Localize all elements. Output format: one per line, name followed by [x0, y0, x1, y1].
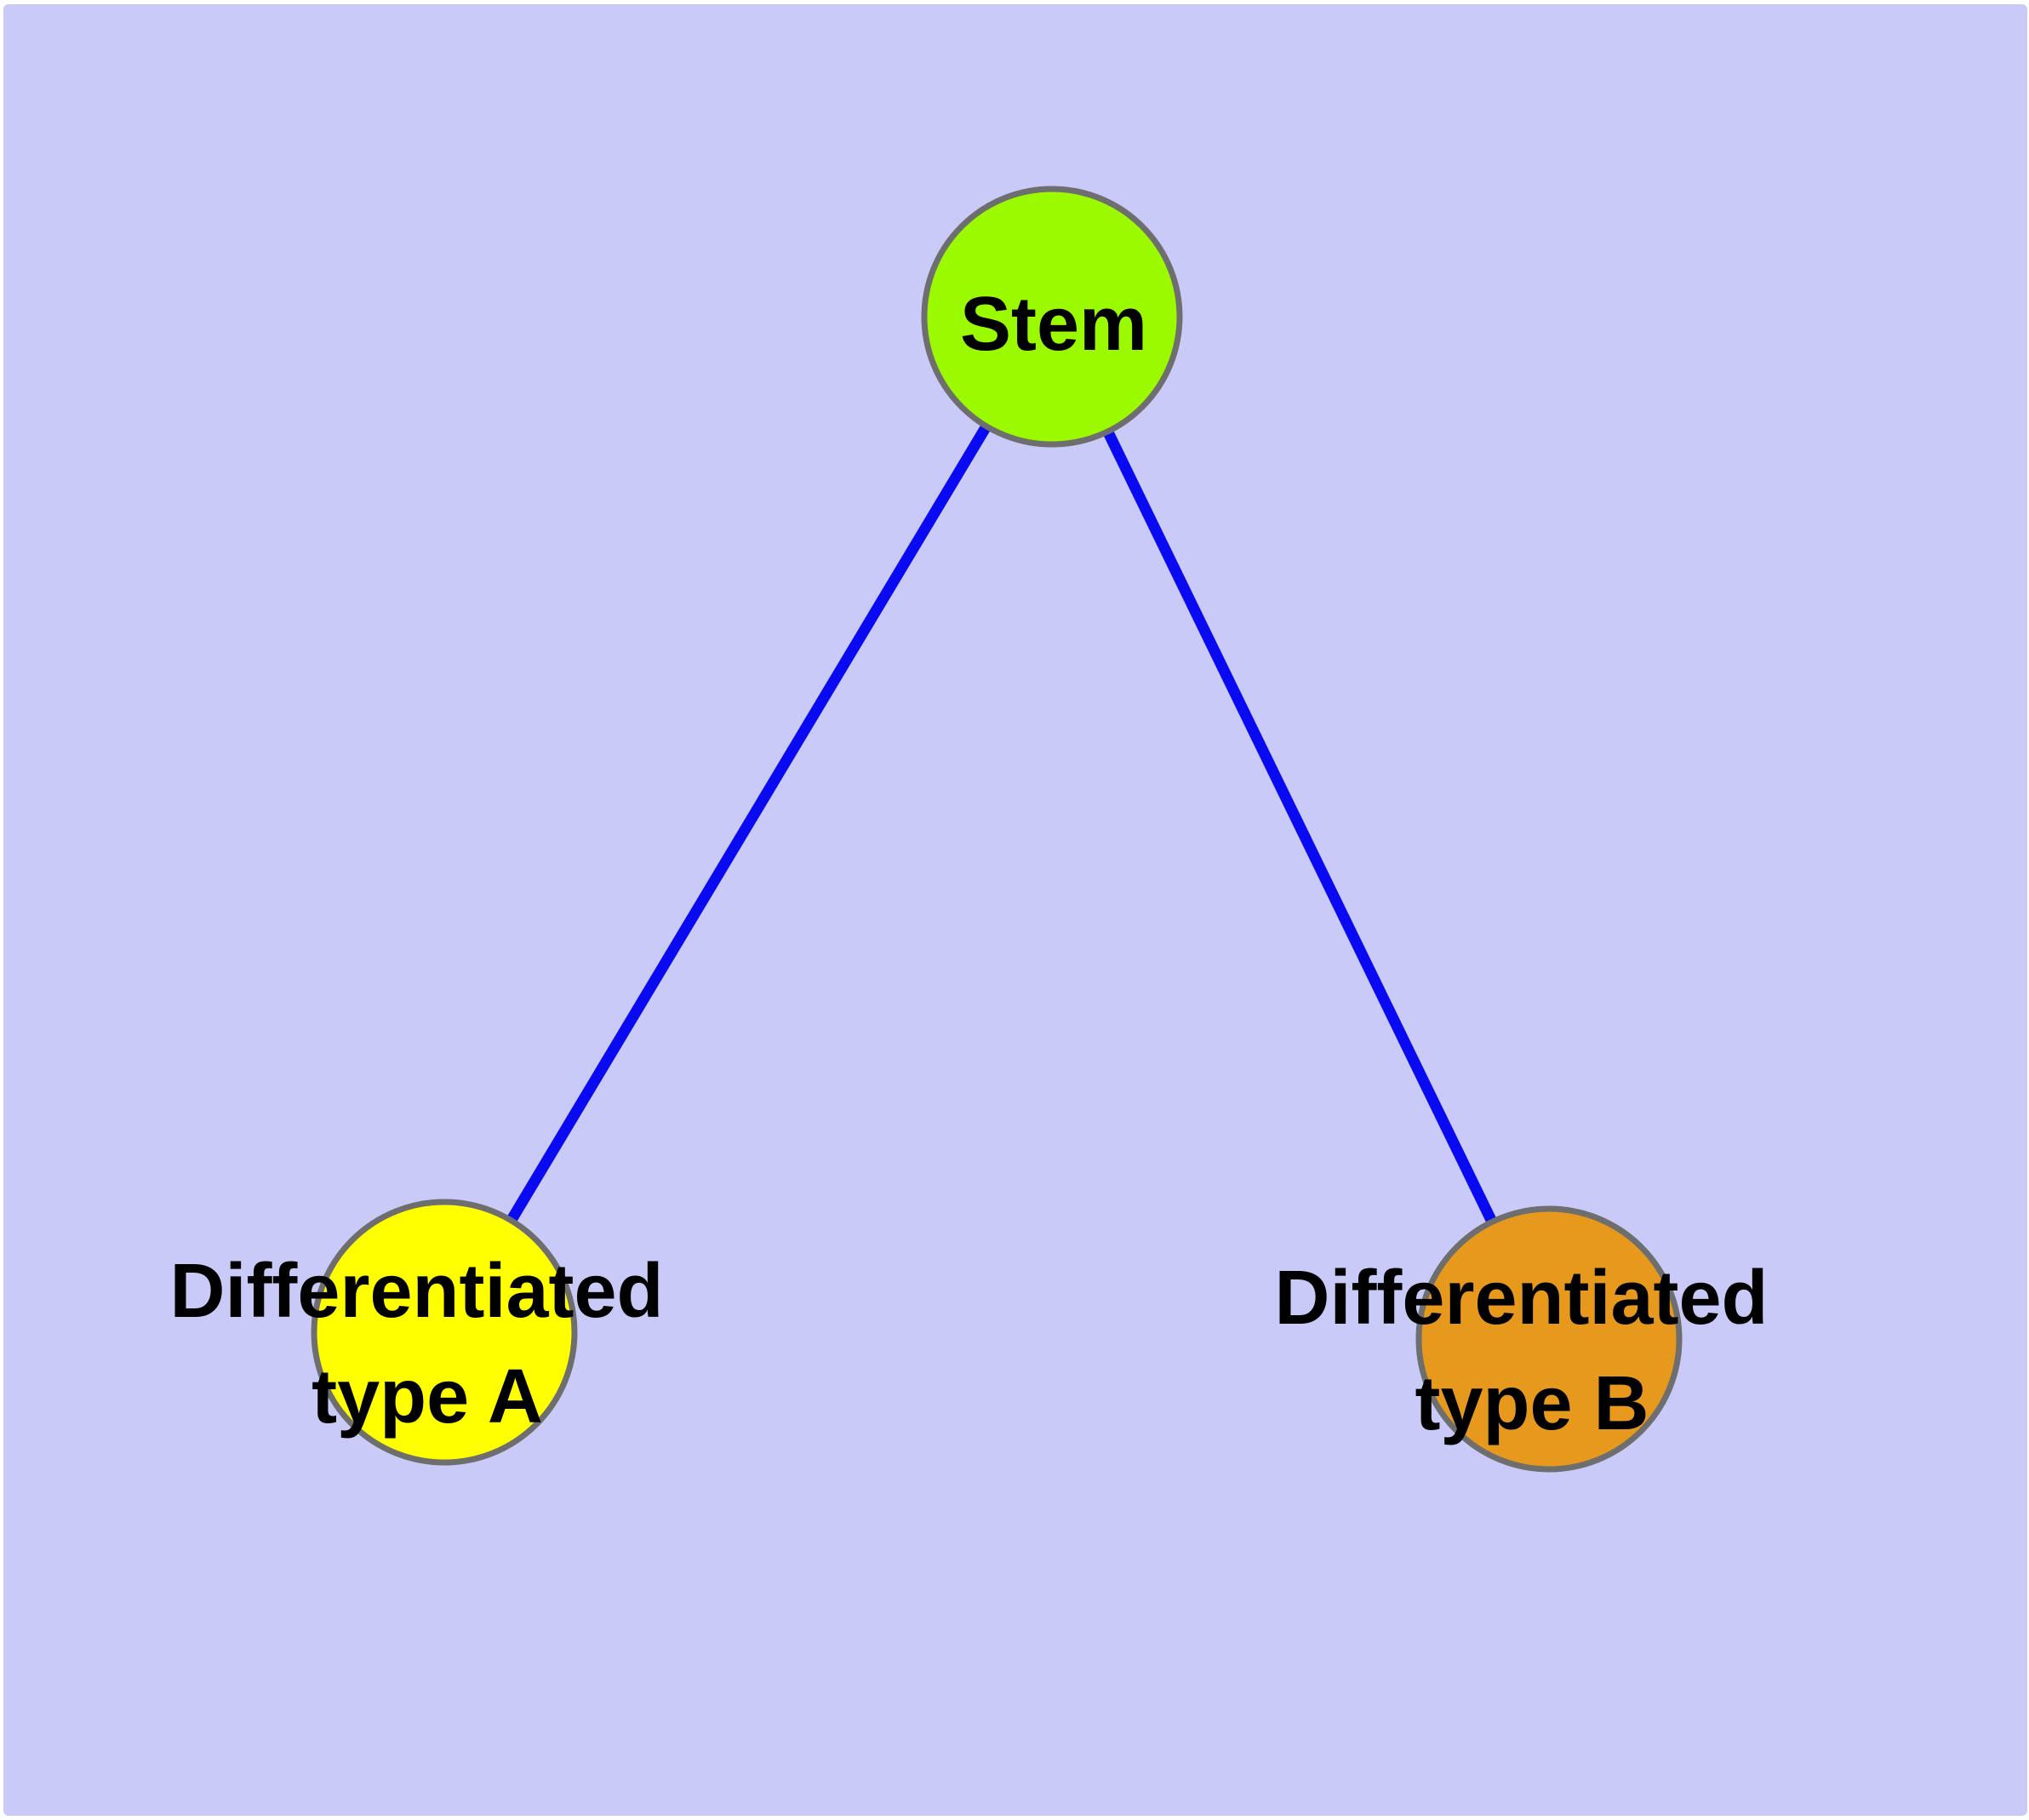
node-stem-label: Stem [960, 282, 1147, 367]
node-label-line: type A [311, 1354, 543, 1439]
node-differentiated-type-a-label: Differentiated type A [169, 1249, 684, 1439]
edge-stem-to-type-b [1047, 314, 1554, 1342]
edge-stem-to-type-a [439, 313, 1057, 1336]
node-differentiated-type-b-label: Differentiated type B [1274, 1256, 1789, 1446]
node-differentiated-type-a [311, 1199, 578, 1466]
node-label-line: type B [1415, 1361, 1649, 1446]
node-label-line: Differentiated [169, 1249, 663, 1334]
node-differentiated-type-b [1415, 1205, 1683, 1473]
node-label-line: Differentiated [1274, 1256, 1768, 1341]
node-stem [921, 186, 1183, 448]
